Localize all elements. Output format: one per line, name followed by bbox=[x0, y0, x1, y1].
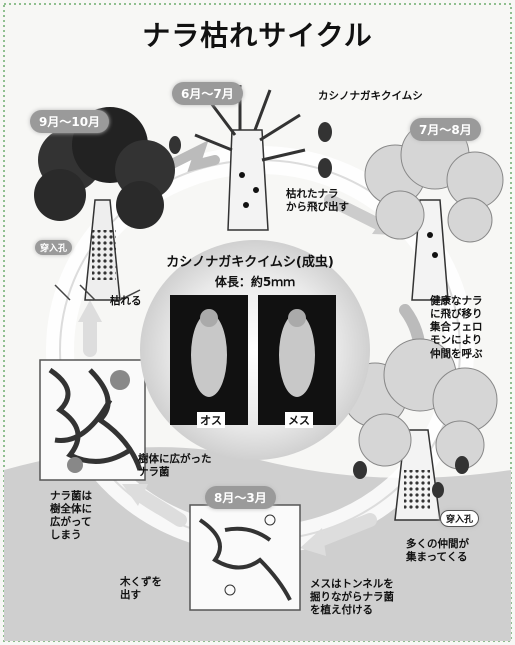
photo-female bbox=[258, 295, 336, 425]
caption-withers: 枯れる bbox=[110, 295, 142, 307]
log-fungus bbox=[39, 359, 146, 481]
caption-frass: 木くずを 出す bbox=[120, 576, 162, 602]
arrow-left-head bbox=[78, 300, 102, 322]
tag-entry-hole: 穿入孔 bbox=[35, 240, 73, 255]
arrow-top-right bbox=[324, 194, 386, 231]
period-label-jun-jul: 6月～7月 bbox=[172, 82, 243, 105]
period-label-jul-aug: 7月～8月 bbox=[410, 118, 481, 141]
arrow-bottom-left bbox=[133, 488, 187, 527]
frame-border bbox=[3, 3, 512, 642]
tree-infested bbox=[342, 338, 498, 521]
caption-beetle-name: カシノナガキクイムシ bbox=[318, 90, 423, 102]
caption-fungus-spread: 樹体に広がった ナラ菌 bbox=[138, 453, 212, 479]
arrow-bottom-right-head bbox=[300, 528, 326, 556]
tree-bare bbox=[194, 85, 306, 231]
caption-attract: 健康なナラ に飛び移り 集合フェロ モンにより 仲間を呼ぶ bbox=[430, 295, 483, 360]
caption-fungus-whole: ナラ菌は 樹全体に 広がって しまう bbox=[50, 490, 92, 542]
arrow-bottom-left-head bbox=[122, 484, 148, 506]
tag-entry-hole-2: 穿入孔 bbox=[440, 510, 480, 527]
diagram-title: ナラ枯れサイクル bbox=[142, 19, 373, 52]
arrow-top-left bbox=[145, 140, 220, 180]
period-label-aug-mar: 8月～3月 bbox=[205, 486, 276, 509]
caption-emerge: 枯れたナラ から飛び出す bbox=[286, 188, 349, 214]
caption-gather: 多くの仲間が 集まってくる bbox=[406, 538, 469, 564]
caption-female-tunnel: メスはトンネルを 掘りながらナラ菌 を植え付ける bbox=[310, 578, 394, 617]
log-tunnels bbox=[189, 504, 301, 611]
label-male: オス bbox=[197, 412, 225, 428]
center-beetle-size: 体長：約5ｍｍ bbox=[214, 275, 296, 289]
tree-withering bbox=[34, 107, 175, 301]
beetle-icons-top bbox=[169, 122, 332, 178]
label-female: メス bbox=[285, 412, 313, 428]
period-label-sep-oct: 9月～10月 bbox=[30, 110, 110, 133]
photo-male bbox=[170, 295, 248, 425]
center-beetle-title: カシノナガキクイムシ(成虫) bbox=[166, 255, 334, 270]
tree-healthy bbox=[364, 120, 504, 301]
arrow-bottom-right bbox=[313, 513, 377, 547]
